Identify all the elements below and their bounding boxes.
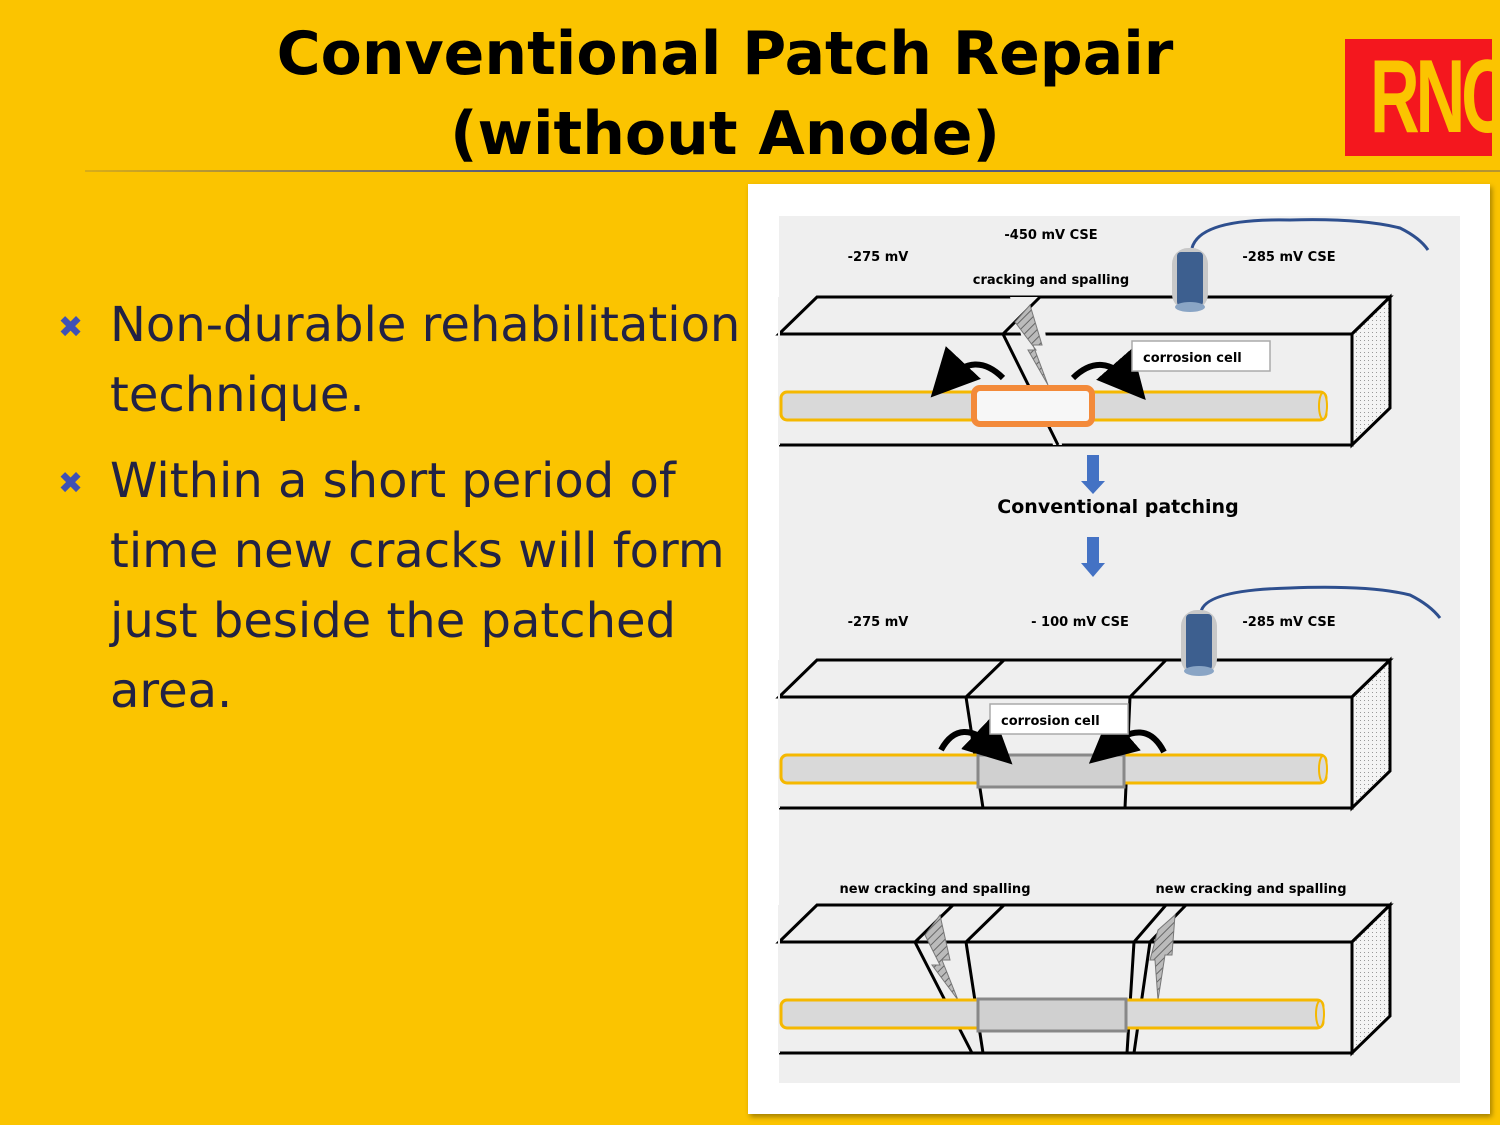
panel-after-patching: corrosion cell -275 mV - 100 mV CSE -285…	[775, 585, 1442, 812]
corrosion-cell-label-1: corrosion cell	[1143, 351, 1242, 366]
slide-title-line2: (without Anode)	[450, 99, 1000, 169]
bullet-text: Non-durable rehabilitation technique.	[110, 297, 741, 423]
conventional-patching-label: Conventional patching	[997, 496, 1238, 518]
potential-right-label: -285 mV CSE	[1242, 250, 1335, 265]
potential-left-label: -275 mV	[848, 250, 909, 265]
down-arrow-icon	[1081, 455, 1105, 494]
new-crack-left-label: new cracking and spalling	[840, 882, 1031, 897]
bullet-list: ✖ Non-durable rehabilitation technique. …	[55, 290, 745, 742]
crack-label: cracking and spalling	[973, 273, 1129, 288]
patch-repair-diagram: corrosion cell -450 mV CSE -275 mV -285 …	[748, 184, 1490, 1114]
bullet-text: Within a short period of time new cracks…	[110, 453, 725, 719]
corrosion-cell-label-2: corrosion cell	[1001, 714, 1100, 729]
bullet-item: ✖ Non-durable rehabilitation technique.	[55, 290, 745, 430]
potential-right-label: -285 mV CSE	[1242, 615, 1335, 630]
slide-title-line1: Conventional Patch Repair	[276, 19, 1174, 89]
new-crack-right-label: new cracking and spalling	[1156, 882, 1347, 897]
bullet-item: ✖ Within a short period of time new crac…	[55, 446, 745, 726]
potential-center-label: -450 mV CSE	[1004, 228, 1097, 243]
x-mark-icon: ✖	[58, 310, 84, 345]
electrode-wire-2	[1199, 585, 1442, 619]
down-arrow-icon	[1081, 537, 1105, 577]
x-mark-icon: ✖	[58, 466, 84, 501]
potential-left-label: -275 mV	[848, 615, 909, 630]
title-divider	[85, 170, 1500, 172]
panel-new-cracking: new cracking and spalling new cracking a…	[775, 882, 1394, 1057]
electrode-wire-1	[1190, 218, 1430, 251]
rnc-logo: RNC	[1345, 39, 1492, 156]
panel-before-repair: corrosion cell -450 mV CSE -275 mV -285 …	[775, 218, 1430, 449]
logo-text: RNC	[1369, 39, 1492, 155]
potential-center-label: - 100 mV CSE	[1031, 615, 1129, 630]
